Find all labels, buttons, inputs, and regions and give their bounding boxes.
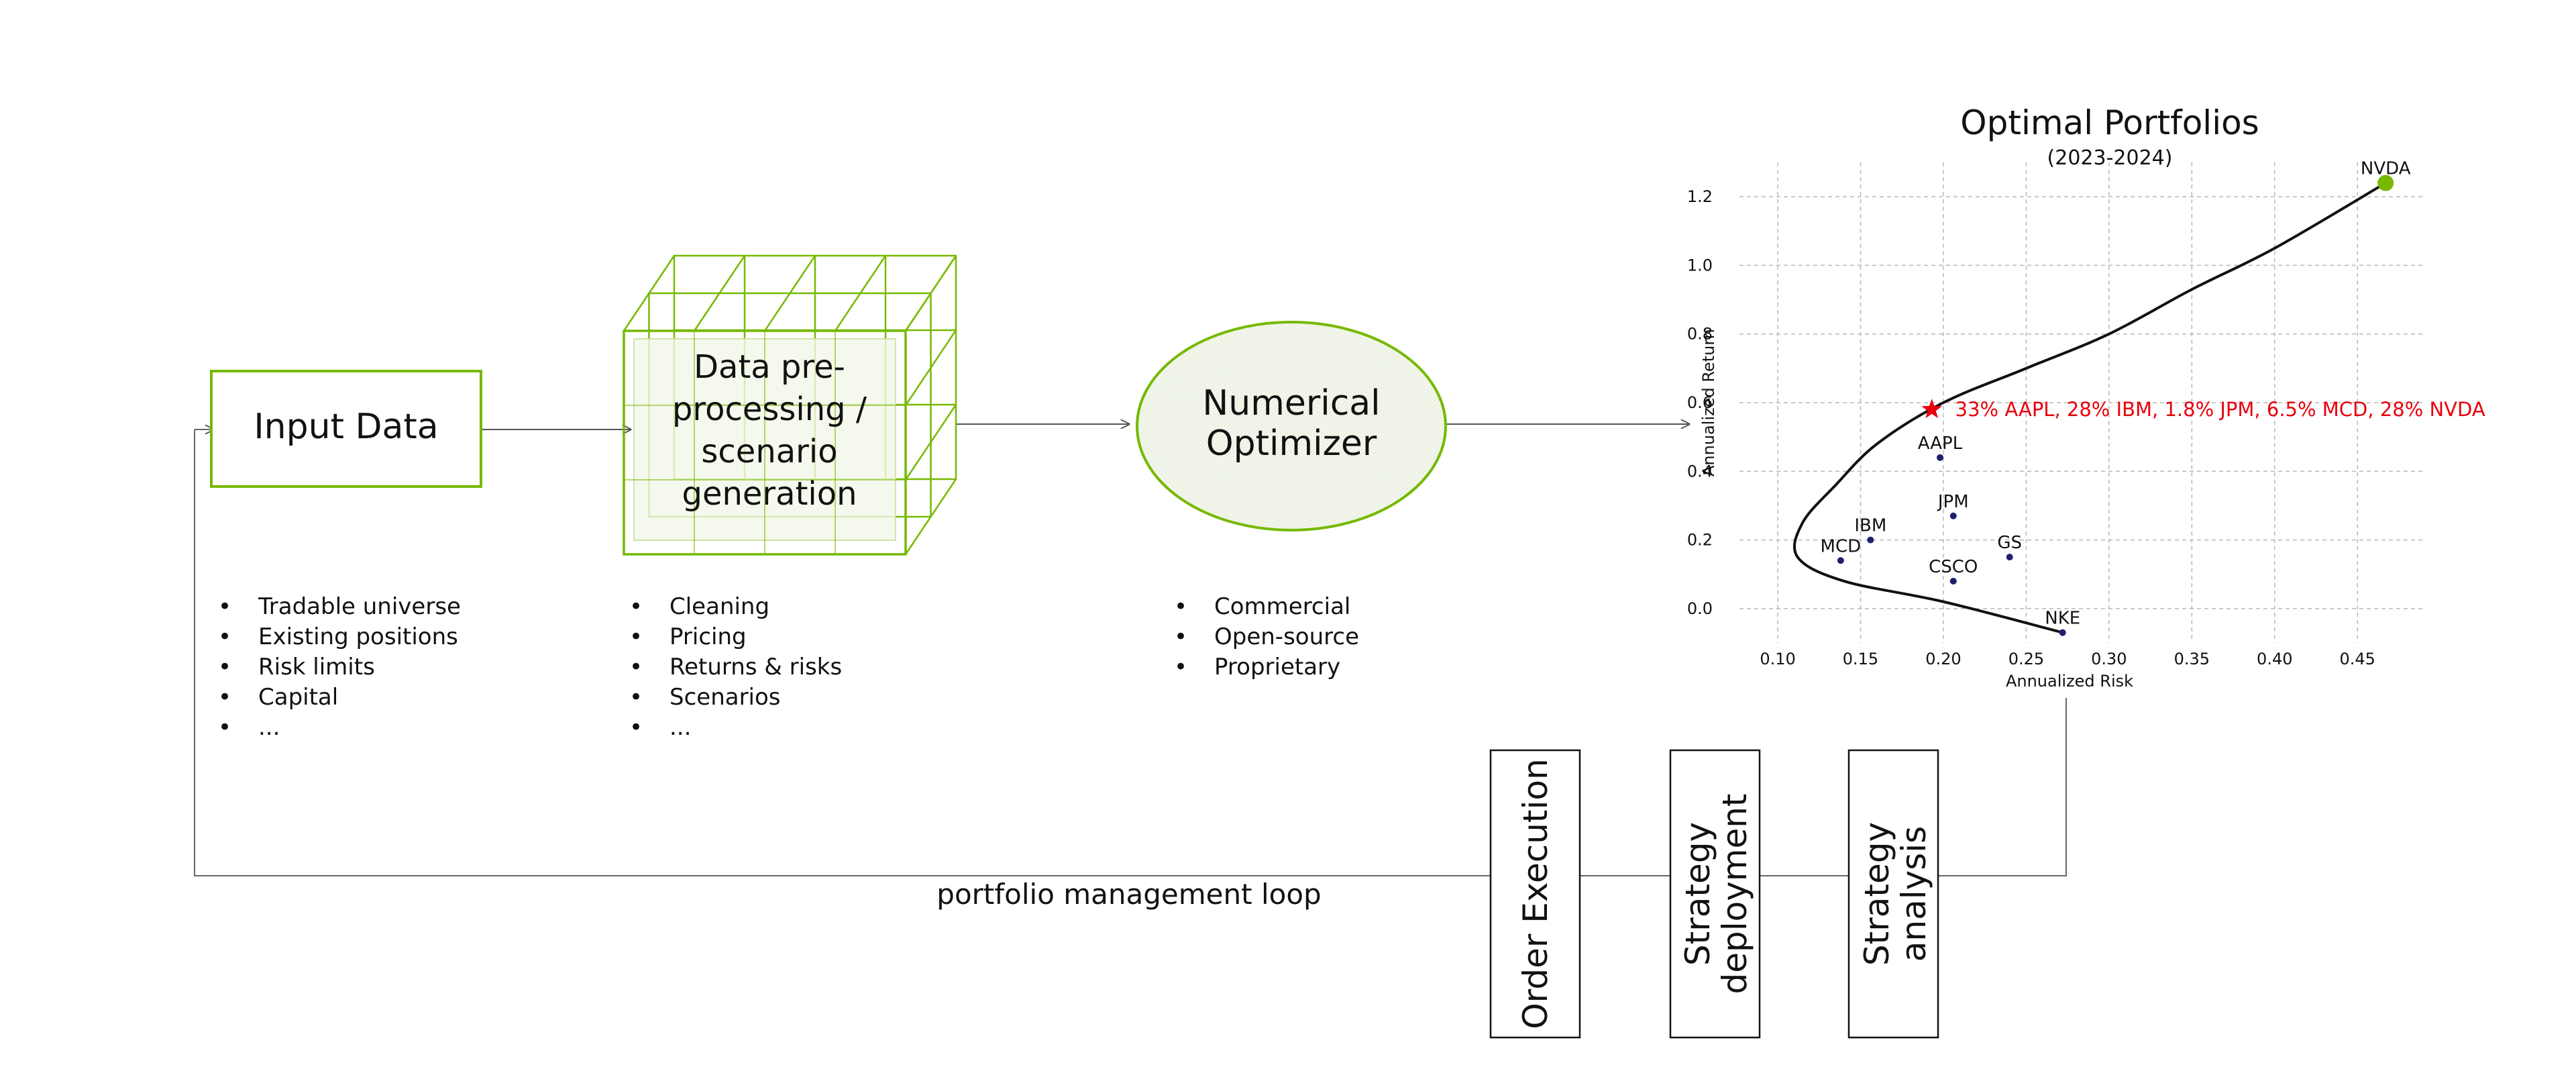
preprocessing-node-title: Data pre- processing / scenario generati… — [672, 348, 867, 513]
y-tick-label: 1.0 — [1687, 256, 1713, 274]
bullet-marker: • — [218, 684, 231, 711]
bullet-marker: • — [1174, 654, 1187, 680]
strategy-deployment-label-line-2: deployment — [1715, 793, 1754, 994]
x-tick-label: 0.15 — [1843, 650, 1878, 668]
preprocessing-title-line-4: generation — [682, 475, 857, 513]
input-data-title: Input Data — [254, 407, 438, 447]
preprocessing-title-line-2: processing / — [672, 391, 867, 428]
asset-label-csco: CSCO — [1929, 557, 1978, 577]
x-tick-label: 0.10 — [1760, 650, 1795, 668]
preprocessing-bullet-1: Cleaning — [669, 593, 769, 620]
y-axis-label: Annualized Return — [1699, 329, 1718, 476]
asset-point-jpm — [1949, 512, 1957, 519]
chart-grid — [1739, 162, 2424, 643]
strategy-analysis-box: Strategy analysis — [1847, 749, 1939, 1039]
preprocessing-bullet-3: Returns & risks — [669, 654, 842, 680]
preprocessing-title-line-1: Data pre- — [694, 348, 845, 386]
x-tick-label: 0.20 — [1925, 650, 1961, 668]
bullet-marker: • — [218, 654, 231, 680]
x-tick-label: 0.40 — [2257, 650, 2292, 668]
strategy-analysis-label-line-1: Strategy — [1858, 822, 1896, 966]
efficient-frontier-line — [1792, 181, 2387, 634]
asset-label-ibm: IBM — [1854, 516, 1886, 536]
y-tick-label: 0.8 — [1687, 325, 1713, 344]
preprocessing-bullet-5: ... — [669, 714, 691, 741]
optimizer-node: Numerical Optimizer — [1136, 321, 1447, 531]
y-tick-label: 1.2 — [1687, 187, 1713, 206]
input-data-node: Input Data — [210, 370, 482, 488]
strategy-deployment-label-line-1: Strategy — [1678, 822, 1717, 966]
x-tick-label: 0.30 — [2091, 650, 2127, 668]
y-tick-label: 0.2 — [1687, 531, 1713, 550]
input-bullet-2: Existing positions — [258, 623, 458, 650]
preprocessing-bullet-4: Scenarios — [669, 684, 781, 711]
y-tick-label: 0.6 — [1687, 393, 1713, 412]
bullet-marker: • — [629, 684, 643, 711]
asset-label-jpm: JPM — [1937, 492, 1969, 512]
x-axis-label: Annualized Risk — [2006, 672, 2133, 691]
preprocessing-bullets: • Cleaning • Pricing • Returns & risks •… — [629, 593, 842, 741]
y-tick-label: 0.4 — [1687, 462, 1713, 480]
asset-point-nke — [2059, 629, 2066, 636]
chart-tick-labels: 0.10 0.15 0.20 0.25 0.30 0.35 0.40 0.45 0.0 0.2 0.… — [1687, 187, 2375, 668]
asset-label-aapl: AAPL — [1918, 434, 1963, 454]
bullet-marker: • — [218, 714, 231, 741]
bullet-marker: • — [218, 593, 231, 620]
input-bullet-1: Tradable universe — [258, 593, 461, 620]
bullet-marker: • — [629, 654, 643, 680]
asset-label-mcd: MCD — [1821, 536, 1862, 556]
asset-label-nvda: NVDA — [2361, 159, 2411, 179]
flow-arrows — [478, 424, 1689, 429]
bullet-marker: • — [629, 714, 643, 741]
optimal-portfolio-label: 33% AAPL, 28% IBM, 1.8% JPM, 6.5% MCD, 2… — [1955, 398, 2485, 421]
optimizer-bullet-3: Proprietary — [1214, 654, 1340, 680]
asset-point-aapl — [1937, 454, 1944, 461]
optimal-portfolio-marker — [1921, 399, 1942, 419]
chart-subtitle: (2023-2024) — [2047, 146, 2173, 170]
order-execution-label: Order Execution — [1516, 758, 1555, 1029]
bullet-marker: • — [629, 623, 643, 650]
order-execution-box: Order Execution — [1489, 749, 1581, 1039]
asset-label-gs: GS — [1997, 533, 2022, 553]
optimal-star-icon — [1921, 399, 1942, 419]
input-data-bullets: • Tradable universe • Existing positions… — [218, 593, 461, 741]
y-tick-label: 0.0 — [1687, 599, 1713, 618]
bullet-marker: • — [218, 623, 231, 650]
strategy-deployment-box: Strategy deployment — [1669, 749, 1761, 1039]
bullet-marker: • — [1174, 593, 1187, 620]
x-tick-label: 0.45 — [2340, 650, 2375, 668]
x-tick-label: 0.25 — [2008, 650, 2044, 668]
optimizer-title-line-2: Optimizer — [1206, 423, 1377, 464]
optimizer-title-line-1: Numerical — [1202, 383, 1380, 423]
bullet-marker: • — [1174, 623, 1187, 650]
preprocessing-bullet-2: Pricing — [669, 623, 747, 650]
optimizer-bullets: • Commercial • Open-source • Proprietary — [1174, 593, 1359, 680]
asset-label-nke: NKE — [2045, 609, 2080, 629]
asset-point-nvda — [2377, 174, 2394, 191]
input-bullet-3: Risk limits — [258, 654, 375, 680]
bullet-marker: • — [629, 593, 643, 620]
asset-point-mcd — [1837, 557, 1844, 564]
optimizer-bullet-1: Commercial — [1214, 593, 1350, 620]
optimizer-bullet-2: Open-source — [1214, 623, 1359, 650]
loop-label: portfolio management loop — [936, 878, 1321, 911]
preprocessing-title-line-3: scenario — [701, 433, 837, 470]
asset-point-gs — [2006, 554, 2013, 561]
preprocessing-cube-icon — [623, 254, 957, 556]
input-bullet-5: ... — [258, 714, 280, 741]
asset-point-ibm — [1867, 536, 1874, 544]
optimal-portfolios-chart: Optimal Portfolios (2023-2024) Annualize… — [1687, 103, 2485, 691]
asset-point-csco — [1949, 577, 1957, 585]
strategy-analysis-label-line-2: analysis — [1894, 826, 1933, 962]
input-bullet-4: Capital — [258, 684, 338, 711]
chart-title: Optimal Portfolios — [1960, 103, 2259, 142]
x-tick-label: 0.35 — [2174, 650, 2210, 668]
